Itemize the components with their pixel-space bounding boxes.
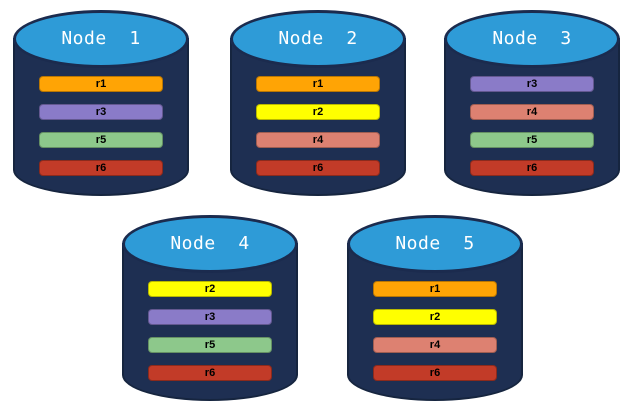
replica-label: r1 (95, 77, 107, 90)
replica-label: r2 (312, 105, 324, 118)
node-cylinder-5: Node 5 r1 r2 r4 r6 (347, 215, 523, 401)
replica-label: r6 (312, 161, 324, 174)
replica-bar-r1: r1 (256, 76, 380, 92)
node-cylinder-2: Node 2 r1 r2 r4 r6 (230, 10, 406, 196)
node-label: Node 2 (278, 27, 358, 49)
replica-bar-r2: r2 (373, 309, 497, 325)
replica-bar-r6: r6 (39, 160, 163, 176)
cylinder-top-ellipse: Node 5 (347, 215, 523, 273)
replica-label: r5 (204, 338, 216, 351)
replica-bar-r3: r3 (39, 104, 163, 120)
replica-bar-r4: r4 (256, 132, 380, 148)
replica-label: r1 (429, 282, 441, 295)
replica-label: r4 (312, 133, 324, 146)
replica-label: r3 (95, 105, 107, 118)
node-cylinder-1: Node 1 r1 r3 r5 r6 (13, 10, 189, 196)
replica-bar-r3: r3 (148, 309, 272, 325)
replica-list: r1 r3 r5 r6 (39, 76, 163, 188)
replica-bar-r3: r3 (470, 76, 594, 92)
node-label: Node 1 (61, 27, 141, 49)
node-label: Node 5 (395, 232, 475, 254)
node-label: Node 3 (492, 27, 572, 49)
replica-label: r6 (526, 161, 538, 174)
replica-label: r2 (204, 282, 216, 295)
replica-label: r3 (204, 310, 216, 323)
replica-bar-r1: r1 (373, 281, 497, 297)
replica-bar-r5: r5 (148, 337, 272, 353)
replica-label: r4 (526, 105, 538, 118)
replica-list: r1 r2 r4 r6 (256, 76, 380, 188)
replica-bar-r6: r6 (373, 365, 497, 381)
replica-bar-r5: r5 (470, 132, 594, 148)
replica-bar-r4: r4 (373, 337, 497, 353)
node-cylinder-3: Node 3 r3 r4 r5 r6 (444, 10, 620, 196)
replica-list: r2 r3 r5 r6 (148, 281, 272, 393)
replica-label: r5 (95, 133, 107, 146)
replica-label: r2 (429, 310, 441, 323)
replica-bar-r2: r2 (148, 281, 272, 297)
replica-bar-r1: r1 (39, 76, 163, 92)
cylinder-top-ellipse: Node 2 (230, 10, 406, 68)
replica-bar-r6: r6 (256, 160, 380, 176)
replica-bar-r4: r4 (470, 104, 594, 120)
cylinder-top-ellipse: Node 3 (444, 10, 620, 68)
cylinder-top-ellipse: Node 1 (13, 10, 189, 68)
replica-label: r1 (312, 77, 324, 90)
replica-list: r1 r2 r4 r6 (373, 281, 497, 393)
replica-label: r6 (429, 366, 441, 379)
node-cylinder-4: Node 4 r2 r3 r5 r6 (122, 215, 298, 401)
cylinder-top-ellipse: Node 4 (122, 215, 298, 273)
replica-label: r3 (526, 77, 538, 90)
replica-label: r5 (526, 133, 538, 146)
replica-label: r4 (429, 338, 441, 351)
replica-label: r6 (95, 161, 107, 174)
replica-label: r6 (204, 366, 216, 379)
replica-list: r3 r4 r5 r6 (470, 76, 594, 188)
replica-bar-r5: r5 (39, 132, 163, 148)
replica-bar-r6: r6 (148, 365, 272, 381)
replica-bar-r2: r2 (256, 104, 380, 120)
replica-bar-r6: r6 (470, 160, 594, 176)
node-label: Node 4 (170, 232, 250, 254)
